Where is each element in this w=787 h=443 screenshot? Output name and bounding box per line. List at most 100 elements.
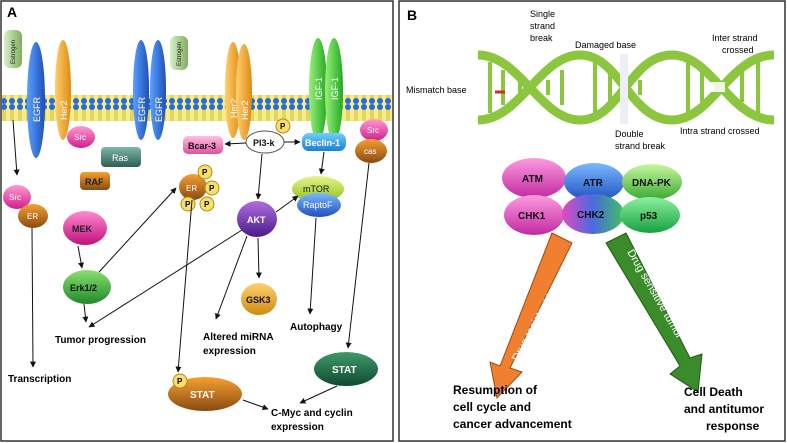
raf bbox=[80, 172, 110, 190]
chk2-label: CHK2 bbox=[577, 210, 605, 221]
her2-mid-1-label: Her2 bbox=[229, 98, 239, 118]
stat-right bbox=[314, 352, 378, 386]
p53-label: p53 bbox=[640, 211, 658, 222]
her2-mid-2-label: Her2 bbox=[240, 100, 250, 120]
dnapk-label: DNA-PK bbox=[632, 178, 672, 189]
cas-label: cas bbox=[364, 147, 376, 156]
er-mid bbox=[179, 174, 207, 200]
raf-label: RAF bbox=[85, 177, 104, 187]
igf-1-b-label: IGF-1 bbox=[330, 77, 340, 100]
resumption-label-2: cell cycle and bbox=[453, 400, 531, 414]
erk bbox=[63, 270, 111, 304]
phosphate-pi3k-label: P bbox=[280, 122, 286, 131]
resumption-label-3: cancer advancement bbox=[453, 417, 572, 431]
phosphate-stat-label: P bbox=[177, 377, 183, 386]
beclin-label: Beclin-1 bbox=[305, 138, 340, 148]
intra-strand-label: Intra strand crossed bbox=[680, 126, 760, 136]
stat-right-label: STAT bbox=[332, 365, 357, 376]
panel-a: A Estrogen EGFR Her2 Src EGFR EGFR Estro… bbox=[0, 0, 394, 442]
phosphate-er-2-label: P bbox=[209, 184, 215, 193]
chk1-label: CHK1 bbox=[518, 211, 546, 222]
phosphate-er-3-label: P bbox=[185, 200, 191, 209]
egfr-mid-1 bbox=[133, 40, 149, 140]
arrow-akt-mtor bbox=[275, 195, 299, 213]
phosphate-pi3k bbox=[275, 118, 291, 134]
arrow-stat-right-cmyc bbox=[299, 385, 338, 404]
damaged-base-label: Damaged base bbox=[575, 40, 636, 50]
arrow-pi3k-akt bbox=[255, 153, 263, 200]
erk-label: Erk1/2 bbox=[70, 283, 97, 293]
arrow-er-transcription bbox=[29, 227, 36, 368]
igf-1-a-label: IGF-1 bbox=[314, 77, 324, 100]
egfr-mid-2 bbox=[150, 40, 166, 140]
stat-bottom-label: STAT bbox=[190, 390, 215, 401]
egfr-left bbox=[27, 42, 45, 158]
estrogen-left bbox=[4, 30, 22, 68]
er-left bbox=[18, 204, 48, 228]
her2-left-label: Her2 bbox=[59, 100, 69, 120]
phosphate-er-4-label: P bbox=[204, 200, 210, 209]
raptor bbox=[297, 193, 341, 217]
her2-left bbox=[55, 40, 71, 140]
er-mid-label: ER bbox=[186, 184, 197, 193]
arrow-akt-tumor bbox=[88, 229, 243, 328]
arrow-pi3k-bcar bbox=[224, 140, 247, 147]
arrow-akt-gsk3 bbox=[255, 237, 262, 279]
phosphate-er-4 bbox=[199, 196, 215, 212]
igf-1-a bbox=[309, 38, 327, 142]
arrow-beclin-mtor bbox=[318, 151, 325, 175]
egfr-mid-1-label: EGFR bbox=[137, 96, 147, 122]
stat-bottom bbox=[168, 377, 242, 411]
estrogen-mid-label: Estrogen bbox=[177, 42, 183, 66]
double-strand-label-1: Double bbox=[615, 129, 644, 139]
panel-a-label: A bbox=[7, 4, 17, 20]
altered-mirna-label-1: Altered miRNA bbox=[203, 332, 274, 343]
arrow-er-stat bbox=[175, 199, 193, 373]
phosphate-stat bbox=[172, 373, 188, 389]
src-right bbox=[360, 119, 388, 141]
raptor-label: RaptoF bbox=[303, 200, 333, 210]
mismatch-base-label: Mismatch base bbox=[406, 85, 467, 95]
cell-death-label-1: Cell Death bbox=[684, 385, 743, 399]
intra-strand-gap bbox=[705, 82, 725, 92]
atr bbox=[564, 163, 624, 201]
src-mid bbox=[67, 126, 95, 148]
phosphate-er-1 bbox=[197, 164, 213, 180]
arrow-estrogen-src bbox=[12, 119, 20, 176]
inter-strand-label-2: crossed bbox=[722, 45, 754, 55]
src-right-label: Src bbox=[367, 126, 379, 135]
egfr-left-label: EGFR bbox=[32, 96, 42, 122]
arrow-erk-er bbox=[98, 187, 177, 273]
atm-label: ATM bbox=[522, 174, 543, 185]
dna-base-pairs bbox=[488, 62, 760, 113]
atr-label: ATR bbox=[583, 178, 604, 189]
akt-label: AKT bbox=[247, 215, 266, 225]
resumption-label-1: Resumption of bbox=[453, 383, 538, 397]
gsk3 bbox=[241, 283, 277, 315]
mek-label: MEK bbox=[72, 224, 93, 234]
bcar3 bbox=[183, 136, 223, 154]
cell-death-label-3: response bbox=[706, 419, 760, 433]
tumor-progression-label: Tumor progression bbox=[55, 335, 146, 346]
inter-strand-label-1: Inter strand bbox=[712, 33, 758, 43]
atm bbox=[502, 158, 566, 198]
src-mid-label: Src bbox=[74, 133, 86, 142]
cas bbox=[355, 139, 387, 163]
panel-b-label: B bbox=[407, 7, 417, 23]
cmyc-label-2: expression bbox=[271, 422, 324, 433]
arrow-mtor-autophagy bbox=[307, 217, 317, 315]
ras-label: Ras bbox=[112, 153, 129, 163]
single-strand-label-3: break bbox=[530, 33, 553, 43]
altered-mirna-label-2: expression bbox=[203, 346, 256, 357]
estrogen-mid bbox=[170, 36, 188, 70]
akt bbox=[237, 201, 277, 237]
gsk3-label: GSK3 bbox=[246, 295, 271, 305]
single-strand-label-1: Single bbox=[530, 9, 555, 19]
arrow-erk-tumor bbox=[82, 303, 89, 323]
mek bbox=[63, 211, 107, 245]
src-left-label: Src bbox=[9, 193, 21, 202]
estrogen-left-label: Estrogen bbox=[11, 40, 17, 64]
her2-mid-2 bbox=[236, 44, 252, 140]
